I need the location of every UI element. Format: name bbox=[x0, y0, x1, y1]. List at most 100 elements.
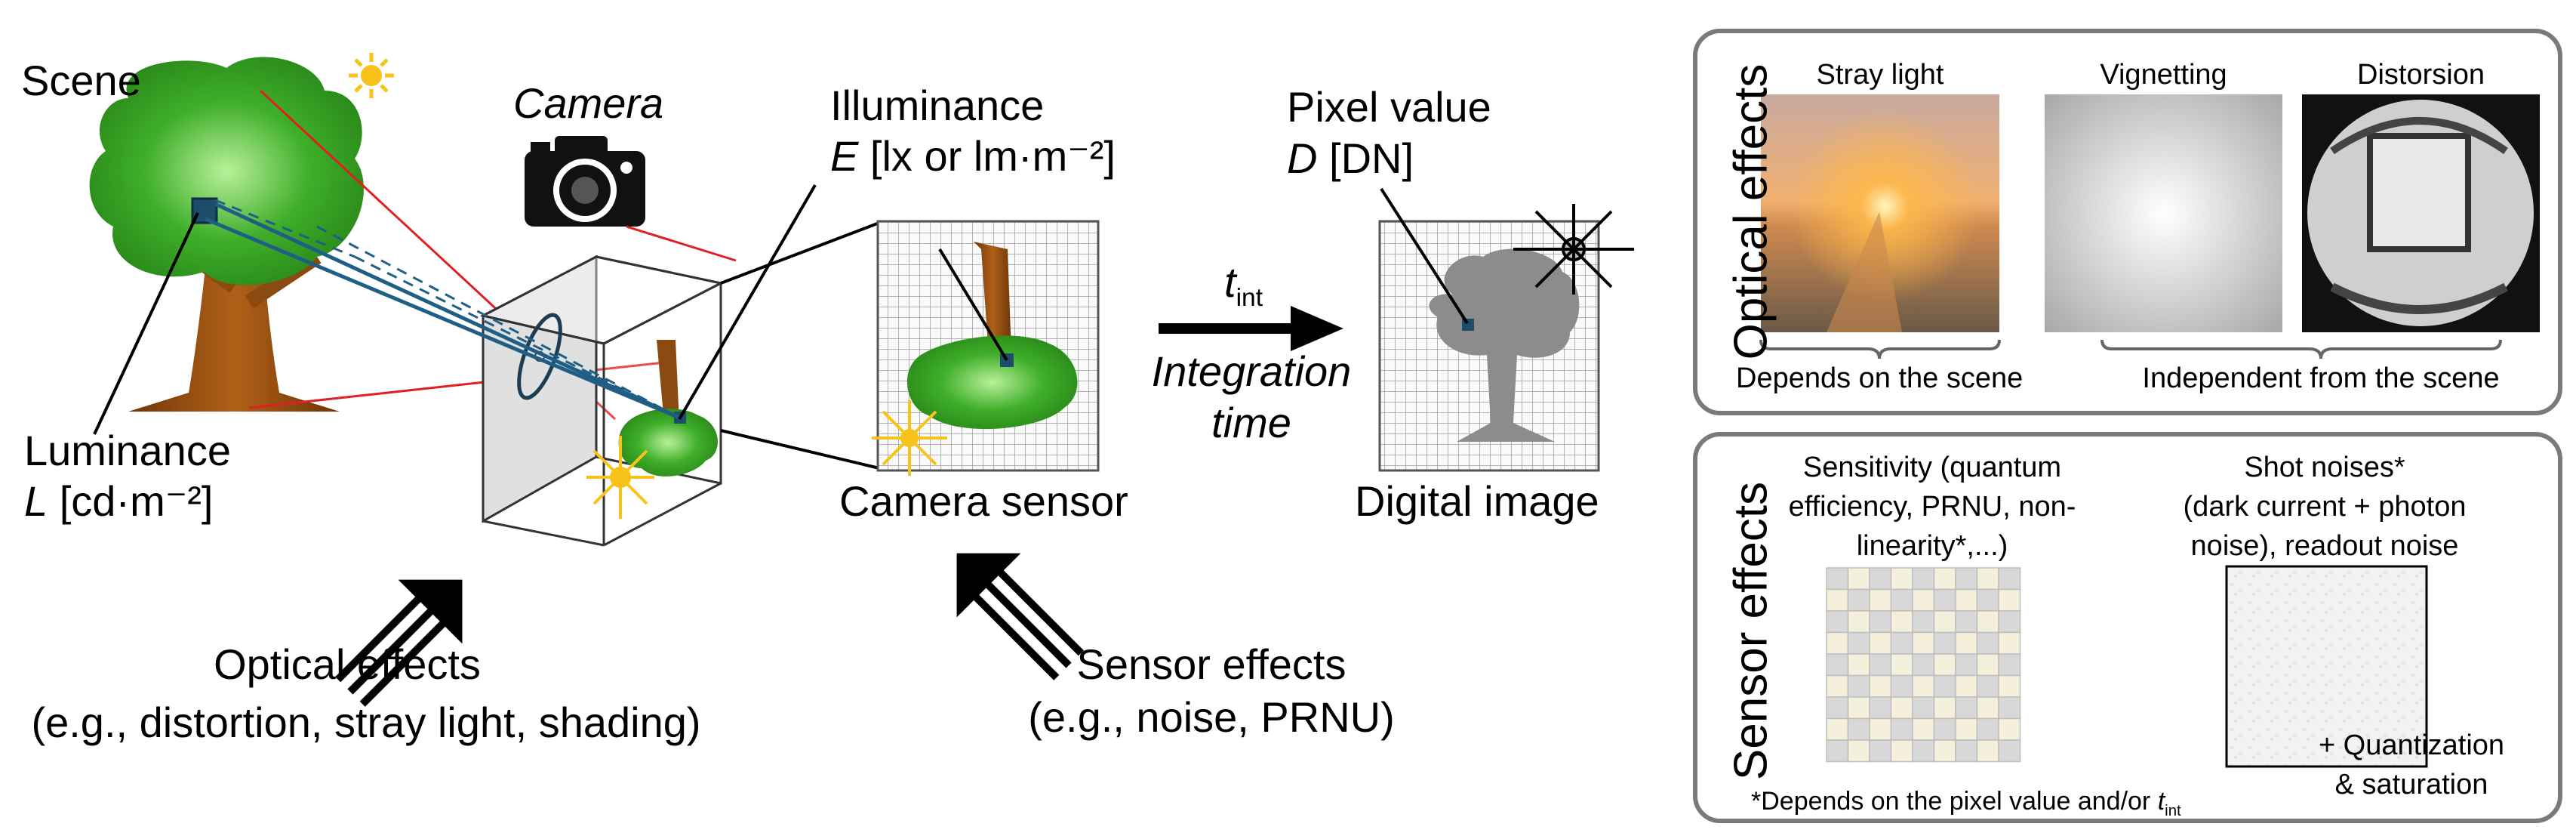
illuminance-unit-line: E [lx or lm·m⁻²] bbox=[830, 132, 1116, 180]
sensor-effects-title: Sensor effects bbox=[1076, 640, 1346, 688]
sensitivity-line2: efficiency, PRNU, non- bbox=[1788, 491, 2076, 523]
checker-cell bbox=[1912, 567, 1935, 591]
checker-cell bbox=[1912, 739, 1935, 763]
checker-cell bbox=[1998, 674, 2021, 698]
vignetting-thumbnail bbox=[2045, 94, 2282, 332]
scene-tree bbox=[89, 57, 364, 412]
distortion-thumbnail bbox=[2302, 94, 2540, 332]
integration-line1: Integration bbox=[1151, 347, 1352, 395]
pixel-value-unit-line: D [DN] bbox=[1287, 134, 1414, 183]
depends-scene-label: Depends on the scene bbox=[1736, 362, 2024, 394]
optical-effects-title: Optical effects bbox=[214, 640, 481, 688]
sensor-effects-examples: (e.g., noise, PRNU) bbox=[1028, 693, 1395, 741]
callout-lines bbox=[93, 184, 880, 470]
shot-noise-line1: Shot noises* bbox=[2244, 452, 2405, 483]
tint-label: tint bbox=[1224, 258, 1263, 313]
luminance-label: Luminance bbox=[24, 427, 231, 474]
scene-braces bbox=[1759, 339, 2502, 359]
luminance-symbol: L bbox=[24, 477, 48, 525]
pixel-value-label: Pixel value bbox=[1287, 83, 1491, 131]
checker-cell bbox=[1869, 631, 1892, 655]
checker-cell bbox=[1976, 631, 1999, 655]
distortion-label: Distorsion bbox=[2357, 59, 2485, 91]
checker-cell bbox=[1826, 674, 1849, 698]
checker-cell bbox=[1890, 717, 1913, 741]
sensor-effects-panel bbox=[1693, 432, 2562, 823]
sensor-grid bbox=[876, 220, 1100, 472]
checker-cell bbox=[1998, 739, 2021, 763]
checker-cell bbox=[1912, 674, 1935, 698]
checker-cell bbox=[1955, 739, 1978, 763]
sensor-glare-icon bbox=[872, 400, 947, 476]
checker-cell bbox=[1847, 610, 1870, 634]
optical-effects-examples: (e.g., distortion, stray light, shading) bbox=[31, 699, 701, 746]
star-glare-icon bbox=[1513, 204, 1634, 295]
checker-cell bbox=[1826, 631, 1849, 655]
checker-cell bbox=[1912, 653, 1935, 677]
checker-cell bbox=[1933, 739, 1956, 763]
noise-thumbnail bbox=[2225, 565, 2428, 768]
scene-label: Scene bbox=[21, 57, 141, 104]
sensitivity-line1: Sensitivity (quantum bbox=[1802, 452, 2062, 483]
digital-image bbox=[1378, 187, 1600, 472]
checker-cell bbox=[1869, 674, 1892, 698]
checker-cell bbox=[1847, 653, 1870, 677]
checker-cell bbox=[1869, 717, 1892, 741]
checker-cell bbox=[1869, 696, 1892, 720]
pixel-value-symbol: D bbox=[1287, 134, 1318, 182]
stray-light-label: Stray light bbox=[1816, 59, 1944, 91]
sensor-tree-small bbox=[618, 340, 719, 477]
stray-light-thumbnail bbox=[1761, 94, 1999, 332]
camera-sensor-label: Camera sensor bbox=[839, 477, 1128, 525]
arrow-icon bbox=[1159, 306, 1343, 351]
checker-cell bbox=[1826, 739, 1849, 763]
light-rays bbox=[205, 199, 681, 420]
prnu-checkerboard bbox=[1826, 567, 2021, 763]
checker-cell bbox=[1976, 588, 1999, 612]
optical-effects-panel bbox=[1693, 29, 2562, 415]
digital-image-label: Digital image bbox=[1355, 477, 1599, 525]
quantization-line2: & saturation bbox=[2334, 769, 2488, 800]
camera-box bbox=[479, 254, 725, 547]
luminance-unit-line: L [cd·m⁻²] bbox=[24, 477, 213, 526]
checker-cell bbox=[1998, 653, 2021, 677]
checker-cell bbox=[1933, 674, 1956, 698]
illuminance-symbol: E bbox=[830, 132, 859, 180]
checker-cell bbox=[1933, 631, 1956, 655]
quantization-line1: + Quantization bbox=[2318, 729, 2505, 761]
checker-cell bbox=[1933, 696, 1956, 720]
independent-scene-label: Independent from the scene bbox=[2142, 362, 2500, 394]
checker-cell bbox=[1890, 739, 1913, 763]
shot-noise-line2: (dark current + photon bbox=[2183, 491, 2467, 523]
tint-symbol: t bbox=[1224, 258, 1236, 306]
sun-icon bbox=[349, 53, 394, 98]
footnote-subscript: int bbox=[2165, 802, 2181, 819]
sensitivity-line3: linearity*,...) bbox=[1856, 530, 2008, 562]
pixel-value-unit: [DN] bbox=[1329, 134, 1414, 182]
footnote-symbol: t bbox=[2157, 787, 2165, 816]
checker-cell bbox=[1998, 631, 2021, 655]
star-glare-icon bbox=[586, 436, 654, 519]
checker-cell bbox=[1847, 674, 1870, 698]
checker-cell bbox=[1998, 717, 2021, 741]
luminance-unit: [cd·m⁻²] bbox=[59, 477, 214, 525]
checker-cell bbox=[1847, 739, 1870, 763]
illuminance-label: Illuminance bbox=[830, 82, 1045, 129]
camera-label: Camera bbox=[513, 79, 664, 127]
tint-subscript: int bbox=[1236, 284, 1263, 313]
shot-noise-line3: noise), readout noise bbox=[2190, 530, 2459, 562]
checker-cell bbox=[1826, 653, 1849, 677]
checker-cell bbox=[1912, 717, 1935, 741]
checker-cell bbox=[1890, 696, 1913, 720]
checker-cell bbox=[1847, 717, 1870, 741]
camera-icon bbox=[525, 136, 645, 227]
vignetting-label: Vignetting bbox=[2100, 59, 2227, 91]
illuminance-unit: [lx or lm·m⁻²] bbox=[869, 132, 1116, 180]
checker-cell bbox=[1933, 588, 1956, 612]
footnote: *Depends on the pixel value and/or tint bbox=[1751, 787, 2181, 820]
checker-cell bbox=[1912, 610, 1935, 634]
footnote-text: *Depends on the pixel value and/or bbox=[1751, 787, 2158, 816]
checker-cell bbox=[1933, 610, 1956, 634]
